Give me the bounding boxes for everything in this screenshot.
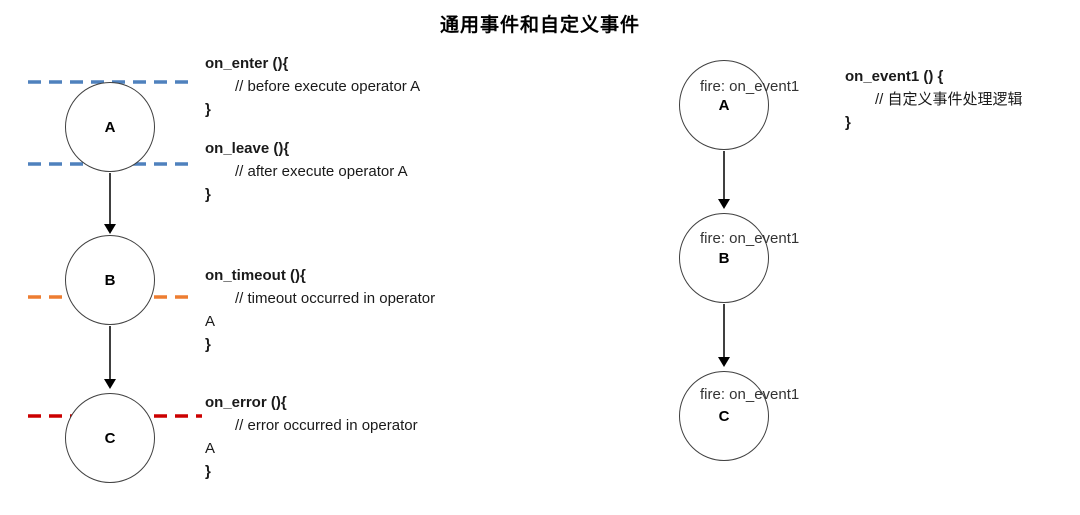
closing-brace: } [205, 463, 211, 480]
function-signature: on_leave (){ [205, 140, 290, 157]
arrow-right-b-c [718, 304, 730, 367]
arrow-left-a-b [104, 173, 116, 234]
on-error-code-block: on_error (){ // error occurred in operat… [205, 391, 418, 483]
code-comment: // 自定义事件处理逻辑 [875, 91, 1023, 108]
state-node-label: B [718, 249, 730, 267]
state-node-a: A [65, 82, 155, 172]
code-comment: // before execute operator A [235, 78, 421, 95]
function-signature: on_event1 () { [845, 68, 944, 85]
on-leave-code-block: on_leave (){ // after execute operator A… [205, 137, 408, 206]
closing-brace: } [205, 186, 211, 203]
on-enter-code-block: on_enter (){ // before execute operator … [205, 52, 420, 121]
arrow-right-a-b [718, 151, 730, 209]
state-node-label: C [718, 407, 730, 425]
comment-wrap-line: A [205, 313, 216, 330]
code-comment: // after execute operator A [235, 163, 408, 180]
arrow-left-b-c [104, 326, 116, 389]
state-node-label: A [718, 96, 730, 114]
on-event1-code-block: on_event1 () { // 自定义事件处理逻辑 } [845, 65, 1023, 134]
state-node-label: C [104, 429, 116, 447]
fire-event-label: fire: on_event1 [700, 230, 800, 247]
comment-wrap-line: A [205, 440, 216, 457]
page-title: 通用事件和自定义事件 [439, 15, 640, 36]
fire-event-label: fire: on_event1 [700, 78, 800, 95]
code-comment: // error occurred in operator [235, 417, 418, 434]
closing-brace: } [845, 114, 851, 131]
event-node-b: B [679, 213, 769, 303]
function-signature: on_enter (){ [205, 55, 289, 72]
state-node-c: C [65, 393, 155, 483]
event-node-c: C [679, 371, 769, 461]
state-node-label: B [104, 271, 116, 289]
state-node-label: A [104, 118, 116, 136]
closing-brace: } [205, 101, 211, 118]
function-signature: on_error (){ [205, 394, 287, 411]
function-signature: on_timeout (){ [205, 267, 306, 284]
closing-brace: } [205, 336, 211, 353]
state-node-b: B [65, 235, 155, 325]
on-timeout-code-block: on_timeout (){ // timeout occurred in op… [205, 264, 435, 356]
fire-event-label: fire: on_event1 [700, 386, 800, 403]
event-node-a: A [679, 60, 769, 150]
code-comment: // timeout occurred in operator [235, 290, 436, 307]
